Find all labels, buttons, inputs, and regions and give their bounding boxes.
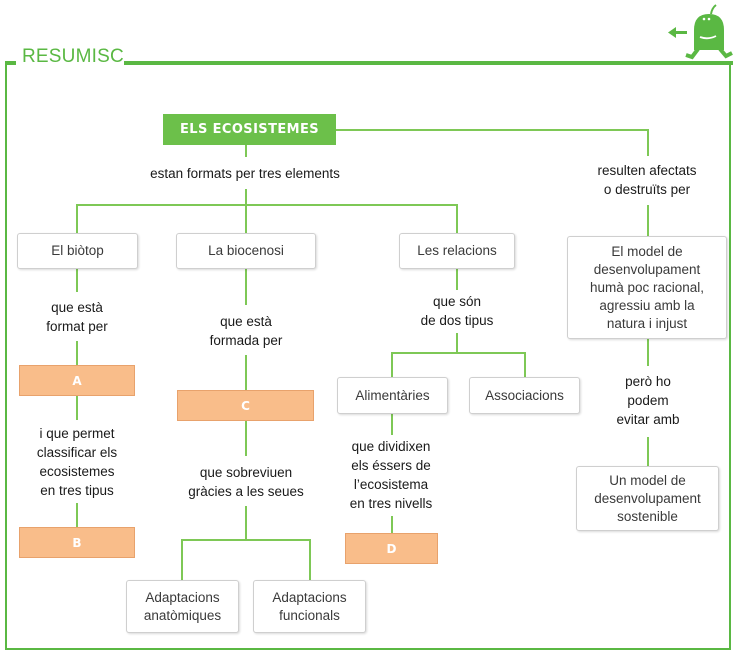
connector bbox=[76, 204, 78, 237]
link-label-relacions-2: que dividixen els éssers de l’ecosistema… bbox=[349, 439, 433, 511]
connector bbox=[245, 189, 247, 237]
node-threat-model: El model de desenvolupament humà poc rac… bbox=[567, 236, 727, 339]
link-label-affected: resulten afectats o destruïts per bbox=[597, 163, 697, 197]
link-label-biotop-1: que està format per bbox=[46, 300, 108, 334]
connector bbox=[245, 268, 247, 305]
connector bbox=[76, 268, 78, 292]
link-label-biocenosi-1: que està formada per bbox=[209, 314, 283, 348]
link-label-formats: estan formats per tres elements bbox=[150, 166, 340, 181]
connector bbox=[76, 395, 78, 420]
answer-box-a[interactable]: A bbox=[19, 365, 135, 396]
frame-top-left-rule bbox=[5, 61, 16, 65]
connector bbox=[391, 413, 393, 435]
answer-box-b[interactable]: B bbox=[19, 527, 135, 558]
connector bbox=[391, 352, 526, 354]
node-alimentaries: Alimentàries bbox=[337, 377, 448, 414]
connector bbox=[245, 506, 247, 540]
node-biotop: El biòtop bbox=[17, 233, 138, 269]
node-biocenosi: La biocenosi bbox=[176, 233, 316, 269]
connector bbox=[456, 268, 458, 290]
connector bbox=[76, 341, 78, 367]
node-relacions: Les relacions bbox=[399, 233, 515, 269]
section-title: RESUMISC bbox=[22, 46, 124, 67]
node-adaptacions-funcionals: Adaptacions funcionals bbox=[253, 580, 366, 633]
link-label-relacions-1: que són de dos tipus bbox=[420, 294, 494, 328]
connector bbox=[245, 420, 247, 456]
link-label-avoid: però ho podem evitar amb bbox=[616, 374, 680, 427]
node-sustainable-model: Un model de desenvolupament sostenible bbox=[576, 466, 719, 531]
connector bbox=[391, 516, 393, 534]
connector bbox=[647, 129, 649, 156]
connector bbox=[76, 204, 458, 206]
answer-box-c[interactable]: C bbox=[177, 390, 314, 421]
summary-frame bbox=[5, 62, 731, 650]
node-adaptacions-anatomiques: Adaptacions anatòmiques bbox=[126, 580, 239, 633]
link-label-biocenosi-2: que sobreviuen gràcies a les seues bbox=[188, 465, 304, 499]
connector bbox=[456, 204, 458, 237]
connector bbox=[647, 205, 649, 237]
connector bbox=[245, 355, 247, 391]
node-associacions: Associacions bbox=[469, 377, 580, 414]
link-label-biotop-2: i que permet classificar els ecosistemes… bbox=[36, 426, 118, 498]
answer-box-d[interactable]: D bbox=[345, 533, 438, 564]
connector bbox=[647, 338, 649, 366]
root-node: ELS ECOSISTEMES bbox=[163, 114, 336, 145]
connector bbox=[647, 437, 649, 467]
connector bbox=[309, 539, 311, 581]
mascot-icon[interactable] bbox=[664, 2, 738, 62]
connector bbox=[391, 352, 393, 378]
connector bbox=[336, 129, 648, 131]
connector bbox=[524, 352, 526, 378]
connector bbox=[456, 333, 458, 353]
frame-top-right-rule bbox=[124, 61, 733, 65]
arrow-left-icon bbox=[668, 27, 687, 38]
connector bbox=[181, 539, 183, 581]
connector bbox=[181, 539, 311, 541]
connector bbox=[245, 145, 247, 157]
connector bbox=[76, 503, 78, 528]
